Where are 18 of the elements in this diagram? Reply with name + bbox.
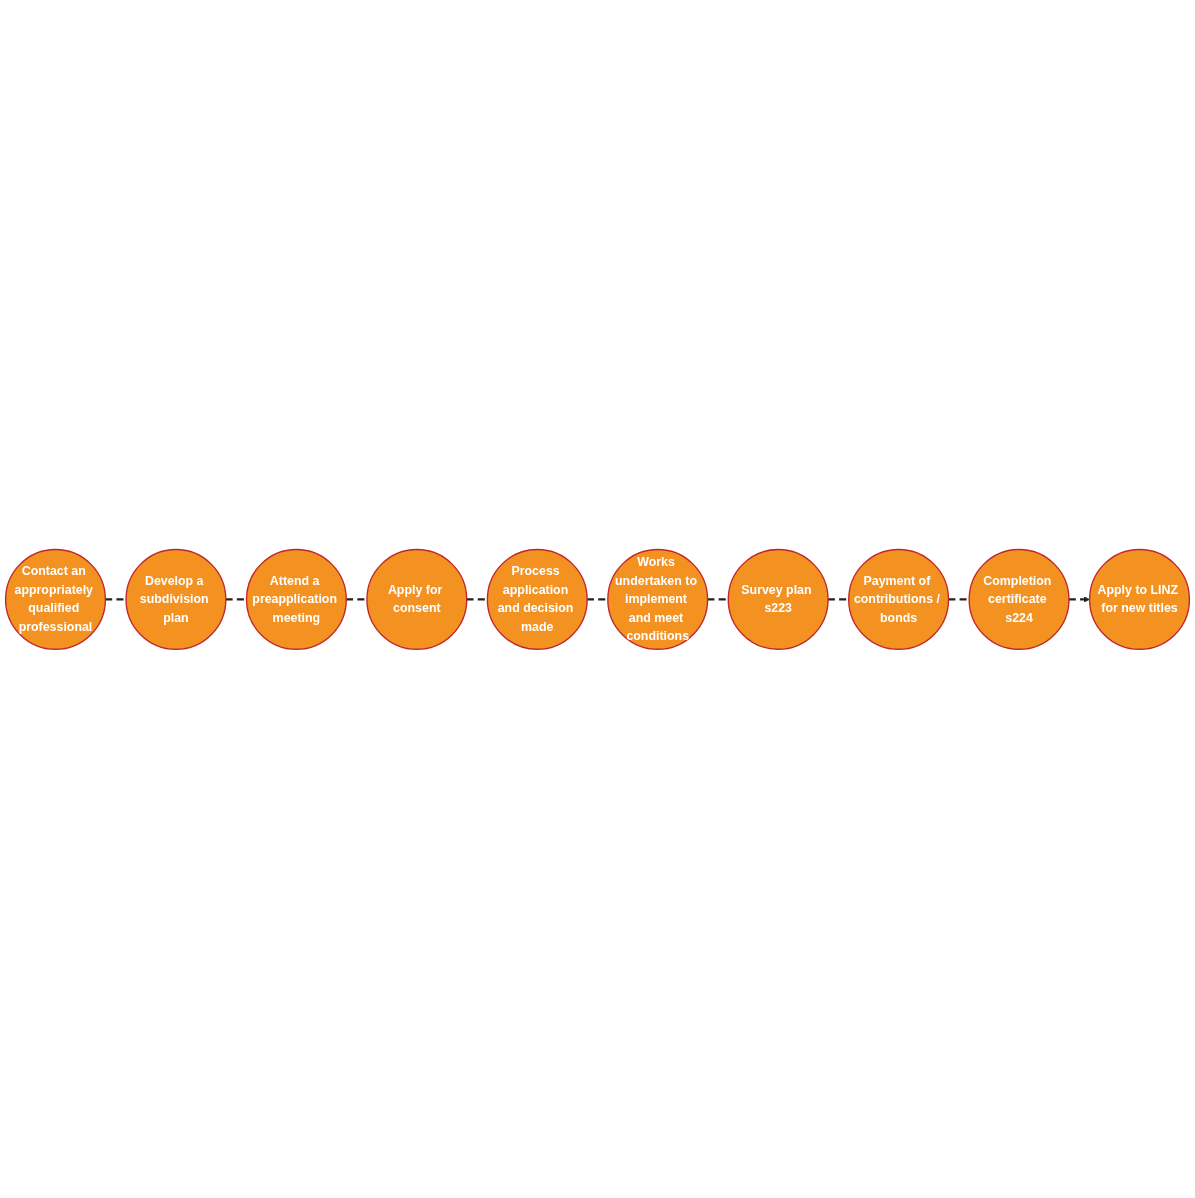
node-circle: Apply to LINZ for new titles [1088, 548, 1191, 650]
node-circle: Payment of contributions / bonds [848, 548, 950, 650]
node-circle: Completion certificate s224 [968, 548, 1070, 650]
arrow [1068, 595, 1090, 603]
connector [466, 597, 488, 601]
connector [828, 597, 849, 601]
connector [707, 597, 729, 601]
node-circle: Contact an appropriately qualified professional [4, 548, 107, 650]
connector [346, 597, 367, 601]
node-circle: Apply for consent [366, 548, 468, 650]
node-circle: Works undertaken to implement and meet conditions [607, 548, 709, 650]
node-circle: Process application and decision made [486, 548, 588, 650]
node-circle: Survey plan s223 [727, 548, 829, 650]
connector [948, 597, 970, 601]
node-circle: Develop a subdivision plan [125, 548, 227, 650]
connector [225, 597, 247, 601]
connector [587, 597, 608, 601]
node-circle: Attend a preapplication meeting [245, 548, 347, 650]
